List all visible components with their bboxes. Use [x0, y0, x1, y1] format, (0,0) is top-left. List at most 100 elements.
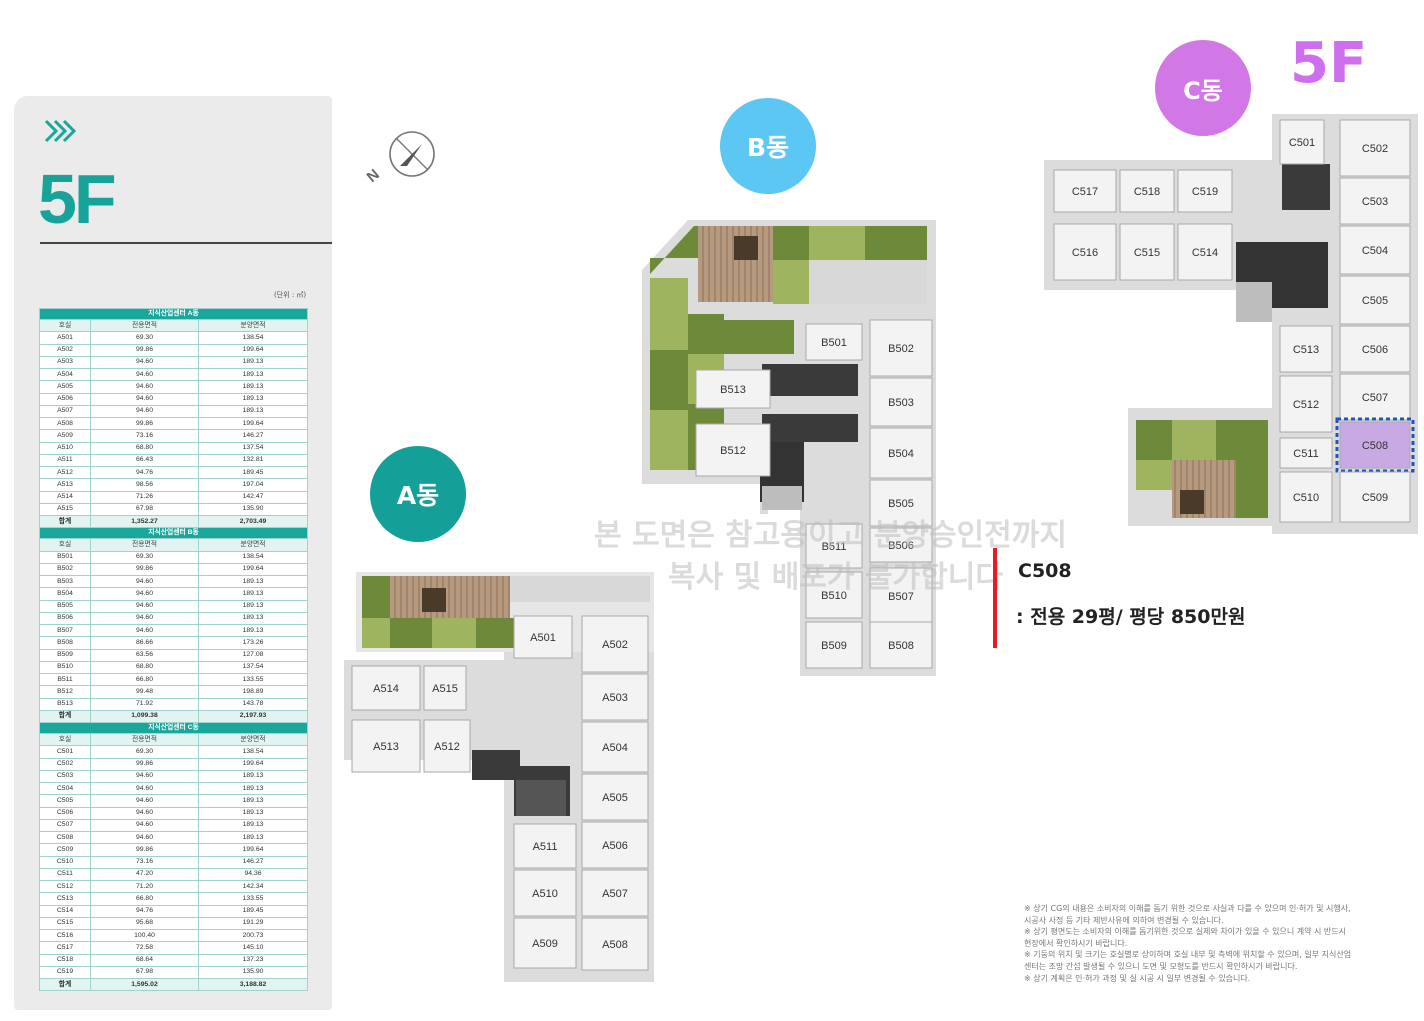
table-cell: 99.86	[90, 416, 199, 431]
table-cell: 72.58	[90, 941, 199, 955]
table-cell: 73.16	[90, 429, 199, 443]
table-cell: C505	[39, 794, 91, 808]
room-c511: C511	[1279, 437, 1333, 469]
room-b503: B503	[869, 377, 933, 427]
room-label: A509	[532, 938, 558, 950]
table-cell: 63.56	[90, 648, 199, 662]
table-cell: C507	[39, 818, 91, 833]
room-b508: B508	[869, 621, 933, 669]
unit-note: (단위 : ㎡)	[274, 291, 307, 299]
table-cell: 189.13	[197, 806, 309, 820]
room-a514: A514	[351, 665, 421, 711]
table-cell: 94.60	[90, 392, 199, 406]
room-label: B513	[720, 384, 746, 396]
room-c506: C506	[1339, 325, 1411, 373]
room-label: B510	[821, 590, 847, 602]
table-cell: 189.13	[197, 769, 309, 784]
table-cell: 94.76	[90, 465, 199, 480]
table-cell: 145.10	[197, 941, 309, 955]
room-c507: C507	[1339, 373, 1411, 421]
room-a501: A501	[513, 615, 573, 659]
room-label: C506	[1362, 344, 1388, 356]
table-section-title: 지식산업센터 A동	[38, 308, 309, 320]
table-cell: 94.60	[90, 769, 199, 784]
table-cell: 173.26	[197, 636, 309, 650]
table-cell: C517	[39, 941, 91, 955]
room-label: A506	[602, 840, 628, 852]
table-cell: 137.54	[197, 441, 309, 455]
table-cell: A502	[39, 343, 91, 357]
table-cell: C502	[39, 757, 91, 771]
table-cell: 132.81	[197, 453, 309, 468]
table-cell: 94.60	[90, 830, 199, 845]
room-label: A513	[373, 741, 399, 753]
table-cell: 69.30	[90, 331, 199, 345]
room-label: C518	[1134, 186, 1160, 198]
building-b-badge: B동	[720, 98, 816, 194]
room-a507: A507	[581, 869, 649, 917]
room-label: B507	[888, 591, 914, 603]
table-cell: 138.54	[197, 550, 309, 564]
table-cell: A506	[39, 392, 91, 406]
disclaimer-notes: ※ 상기 CG의 내용은 소비자의 이해를 돕기 위한 것으로 사실과 다를 수…	[1024, 903, 1394, 984]
table-cell: 199.64	[197, 757, 309, 771]
room-label: A515	[432, 683, 458, 695]
table-cell: 94.60	[90, 818, 199, 833]
room-label: B505	[888, 498, 914, 510]
table-cell: 94.60	[90, 611, 199, 626]
table-cell: A510	[39, 441, 91, 455]
table-cell: C508	[39, 830, 91, 845]
room-c512: C512	[1279, 375, 1333, 433]
room-a502: A502	[581, 615, 649, 673]
table-cell: B506	[39, 611, 91, 626]
table-cell: 137.23	[197, 953, 309, 967]
room-label: A504	[602, 742, 628, 754]
table-cell: 호실	[39, 732, 91, 747]
note-line: 센터는 조망 간섭 발생될 수 있으니 도면 및 모형도를 반드시 확인하시기 …	[1024, 961, 1298, 971]
room-label: A511	[533, 841, 558, 853]
table-cell: A508	[39, 416, 91, 431]
table-cell: 189.13	[197, 830, 309, 845]
table-cell: B511	[39, 672, 91, 687]
table-cell: A504	[39, 367, 91, 382]
table-cell: 99.86	[90, 343, 199, 357]
table-cell: B507	[39, 623, 91, 638]
table-cell: 146.27	[197, 429, 309, 443]
table-cell: 94.60	[90, 781, 199, 796]
table-cell: A515	[39, 502, 91, 517]
room-b512: B512	[695, 423, 771, 477]
room-label: A512	[434, 741, 460, 753]
room-c503: C503	[1339, 177, 1411, 225]
table-cell: C518	[39, 953, 91, 967]
room-b510: B510	[805, 571, 863, 619]
building-a-badge: A동	[370, 446, 466, 542]
table-cell: 199.64	[197, 416, 309, 431]
table-cell: 분양면적	[197, 538, 309, 552]
table-cell: 189.13	[197, 611, 309, 626]
table-cell: 189.13	[197, 392, 309, 406]
table-cell: 133.55	[197, 672, 309, 687]
building-c-badge: C동	[1155, 40, 1251, 136]
table-cell: 199.64	[197, 562, 309, 577]
floor-heading: 5F	[1290, 31, 1368, 96]
room-c519: C519	[1177, 169, 1233, 213]
title-divider	[40, 242, 332, 244]
